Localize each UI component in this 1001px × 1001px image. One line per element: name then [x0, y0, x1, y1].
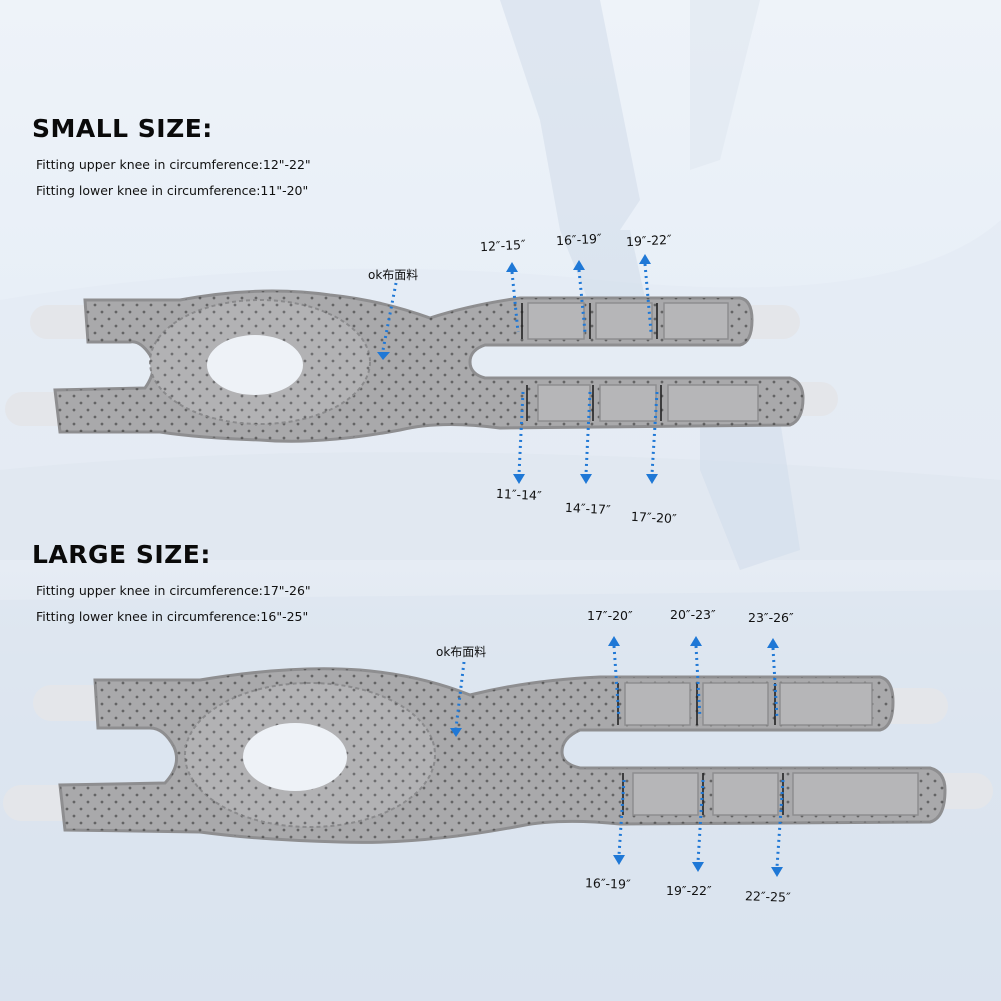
large-fabric-label: ok布面料	[436, 645, 487, 659]
small-upper-spec: Fitting upper knee in circumference:12"-…	[36, 157, 311, 172]
small-upper-range-1: 12″-15″	[479, 236, 527, 255]
small-size-title: SMALL SIZE:	[32, 114, 213, 143]
large-lower-range-2: 19″-22″	[666, 883, 712, 898]
large-upper-range-2: 20″-23″	[670, 607, 716, 622]
large-upper-spec: Fitting upper knee in circumference:17"-…	[36, 583, 311, 598]
small-upper-range-2: 16″-19″	[555, 230, 603, 249]
small-lower-spec: Fitting lower knee in circumference:11"-…	[36, 183, 309, 198]
large-knee-brace	[3, 667, 993, 844]
arrow-heads	[377, 254, 783, 877]
small-lower-range-1: 11″-14″	[495, 485, 543, 504]
large-lower-spec: Fitting lower knee in circumference:16"-…	[36, 609, 309, 624]
small-upper-range-3: 19″-22″	[625, 231, 673, 250]
large-lower-range-1: 16″-19″	[584, 875, 631, 892]
small-lower-range-2: 14″-17″	[564, 499, 612, 518]
large-lower-range-3: 22″-25″	[744, 888, 791, 905]
small-lower-range-3: 17″-20″	[630, 508, 678, 527]
small-knee-brace	[5, 289, 838, 443]
large-upper-range-1: 17″-20″	[587, 608, 633, 623]
large-size-title: LARGE SIZE:	[32, 540, 211, 569]
size-arrows	[381, 263, 785, 868]
large-upper-range-3: 23″-26″	[748, 610, 794, 625]
small-fabric-label: ok布面料	[368, 268, 419, 282]
